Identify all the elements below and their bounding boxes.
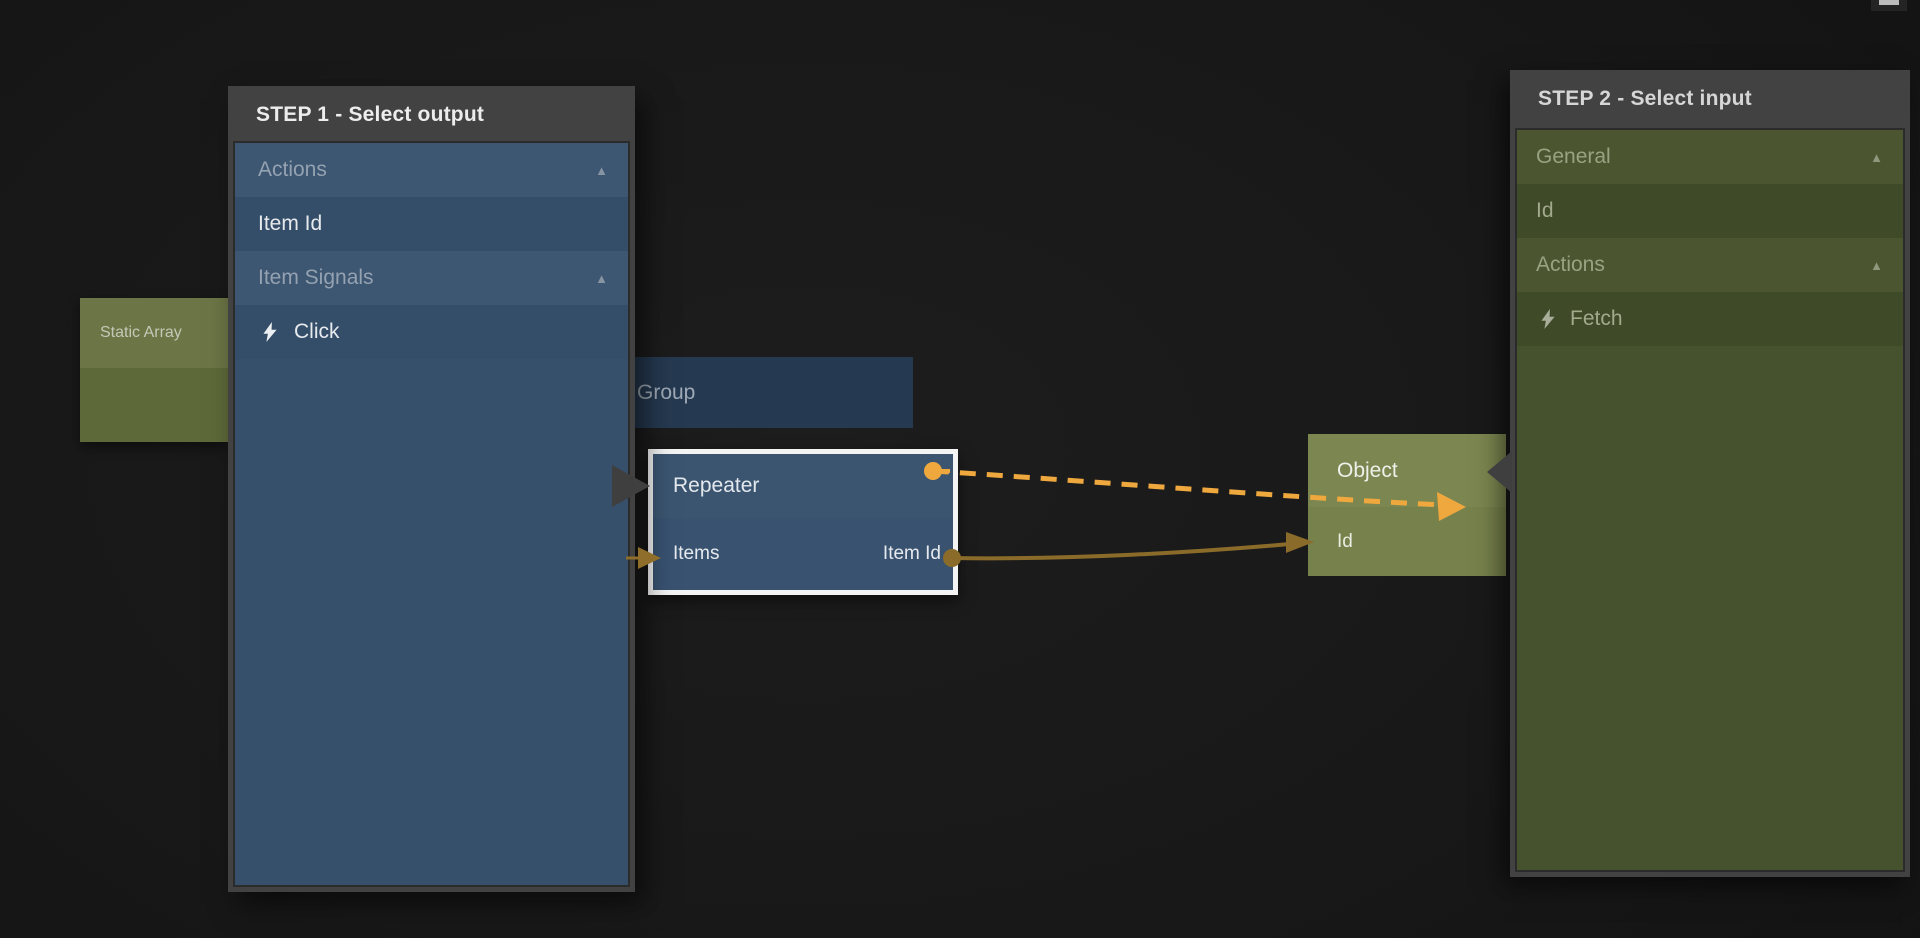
step1-section-actions[interactable]: Actions ▲: [235, 143, 628, 197]
connection-item-id-to-id[interactable]: [943, 532, 1314, 567]
node-label: Group: [637, 380, 696, 404]
collapse-arrow-icon[interactable]: ▲: [595, 162, 608, 178]
node-group[interactable]: Group: [600, 357, 913, 428]
node-label: Static Array: [100, 324, 182, 341]
panel-header: STEP 2 - Select input: [1510, 70, 1910, 128]
input-port-id[interactable]: Id: [1337, 530, 1353, 552]
collapse-arrow-icon[interactable]: ▲: [595, 270, 608, 286]
step2-option-id[interactable]: Id: [1517, 184, 1903, 238]
output-port-item-id[interactable]: Item Id: [882, 543, 941, 564]
node-static-array[interactable]: Static Array: [80, 298, 228, 442]
step2-select-input-panel: STEP 2 - Select input General ▲ Id Actio…: [1510, 70, 1910, 877]
node-header: Object: [1308, 434, 1506, 507]
panel-header: STEP 1 - Select output: [228, 86, 635, 143]
step1-section-item-signals[interactable]: Item Signals ▲: [235, 251, 628, 305]
panel-title: STEP 1 - Select output: [256, 102, 485, 126]
step1-option-item-id[interactable]: Item Id: [235, 197, 628, 251]
panel-option-list: Actions ▲ Item Id Item Signals ▲ Click: [233, 141, 630, 887]
step2-option-fetch[interactable]: Fetch: [1517, 292, 1903, 346]
node-object[interactable]: Object Id: [1308, 434, 1506, 576]
solid-wire[interactable]: [951, 542, 1291, 561]
panel-option-list: General ▲ Id Actions ▲ Fetch: [1515, 128, 1905, 872]
node-label: Object: [1337, 458, 1398, 482]
step1-option-click[interactable]: Click: [235, 305, 628, 359]
input-port-items[interactable]: Items: [673, 543, 720, 564]
node-label: Repeater: [673, 474, 760, 497]
step2-section-actions[interactable]: Actions ▲: [1517, 238, 1903, 292]
panel-title: STEP 2 - Select input: [1538, 87, 1752, 110]
minimize-bar-icon: [1879, 0, 1899, 5]
collapse-arrow-icon[interactable]: ▲: [1870, 257, 1883, 273]
lightning-icon: [263, 322, 278, 342]
node-ports-row: Items Item Id: [653, 518, 953, 590]
node-header: Static Array: [80, 298, 228, 368]
collapse-arrow-icon[interactable]: ▲: [1870, 149, 1883, 165]
step1-select-output-panel: STEP 1 - Select output Actions ▲ Item Id…: [228, 86, 635, 892]
node-header: Repeater: [653, 454, 953, 518]
node-body: [80, 368, 228, 442]
window-control-icon[interactable]: [1871, 0, 1907, 11]
node-repeater[interactable]: Repeater Items Item Id: [648, 449, 958, 595]
node-body: Id: [1308, 507, 1506, 576]
step2-section-general[interactable]: General ▲: [1517, 130, 1903, 184]
lightning-icon: [1541, 309, 1556, 329]
